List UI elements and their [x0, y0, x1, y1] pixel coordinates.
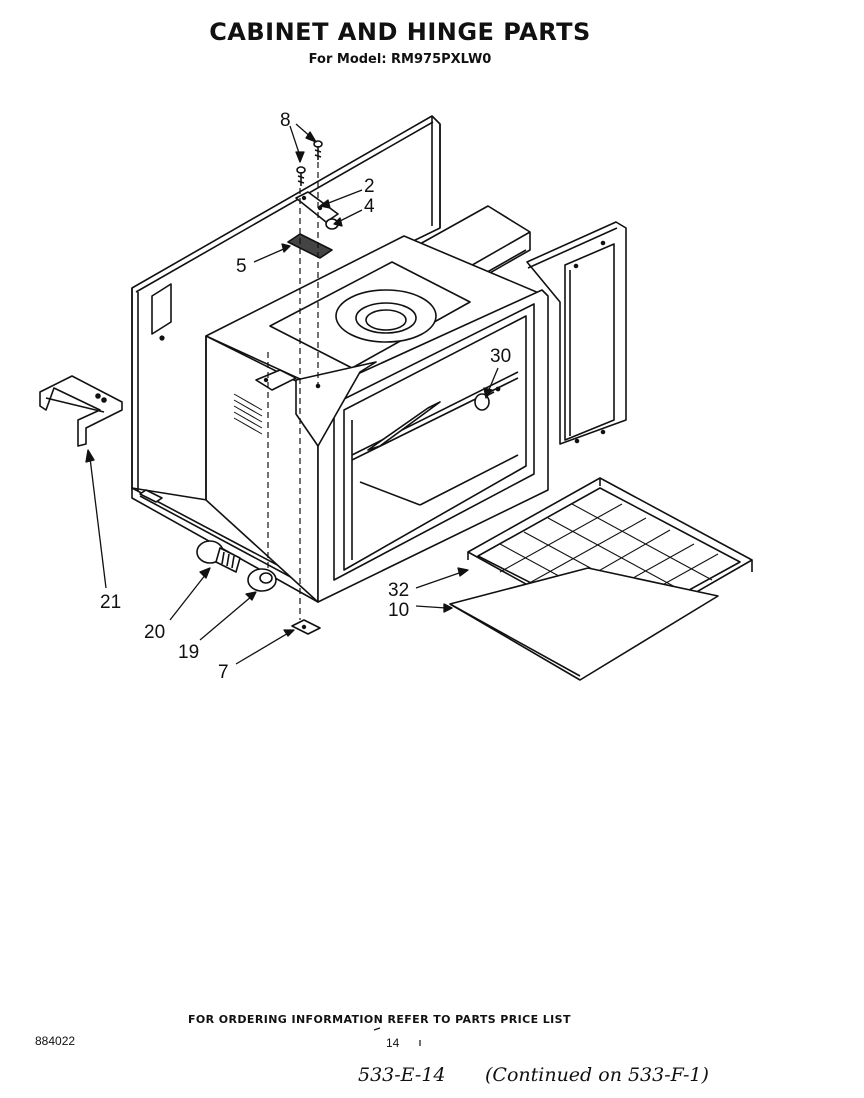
callout-19: 19 — [178, 642, 199, 663]
oven-front-frame — [317, 289, 549, 603]
oven-top-plate — [205, 235, 547, 401]
callout-4: 4 — [364, 196, 375, 217]
callout-7: 7 — [218, 662, 229, 683]
hinge-plate-part-2 — [295, 191, 339, 223]
callout-20: 20 — [144, 622, 165, 643]
cabinet-right-panel — [526, 221, 627, 445]
hinge-bracket — [255, 361, 377, 447]
ordering-note: FOR ORDERING INFORMATION REFER TO PARTS … — [188, 1013, 571, 1026]
screw-part-8-b — [313, 140, 323, 160]
callout-labels: 8 2 4 5 30 21 32 10 20 19 7 — [100, 110, 511, 683]
top-hinge-assembly — [295, 140, 339, 230]
lamp-socket-part-19 — [247, 568, 277, 592]
page-title: CABINET AND HINGE PARTS — [209, 18, 591, 46]
bottom-hinge-plate-part-7 — [291, 619, 321, 635]
hinge-pin-guide — [267, 162, 319, 620]
page-number: 14 — [386, 1036, 400, 1050]
callout-32: 32 — [388, 580, 409, 601]
document-number: 884022 — [35, 1034, 76, 1048]
callout-10: 10 — [388, 600, 409, 621]
scan-specks — [373, 1027, 421, 1046]
callout-8: 8 — [280, 110, 291, 131]
callout-2: 2 — [364, 176, 375, 197]
callout-5: 5 — [236, 256, 247, 277]
callout-30: 30 — [490, 346, 511, 367]
lamp-bulb-part-20 — [196, 540, 241, 573]
handwritten-page-ref: 533-E-14 — [358, 1064, 446, 1086]
screw-part-8-a — [296, 166, 306, 186]
tray-part-10 — [449, 567, 719, 681]
shim-part-5 — [287, 233, 333, 259]
vent-holes — [233, 393, 263, 435]
cabinet-back-cutout — [151, 283, 172, 335]
model-subtitle: For Model: RM975PXLW0 — [308, 52, 492, 67]
bracket-part-21 — [39, 375, 123, 447]
callout-leaders — [85, 123, 499, 665]
callout-21: 21 — [100, 592, 121, 613]
handwritten-continued-note: (Continued on 533-F-1) — [485, 1064, 709, 1086]
